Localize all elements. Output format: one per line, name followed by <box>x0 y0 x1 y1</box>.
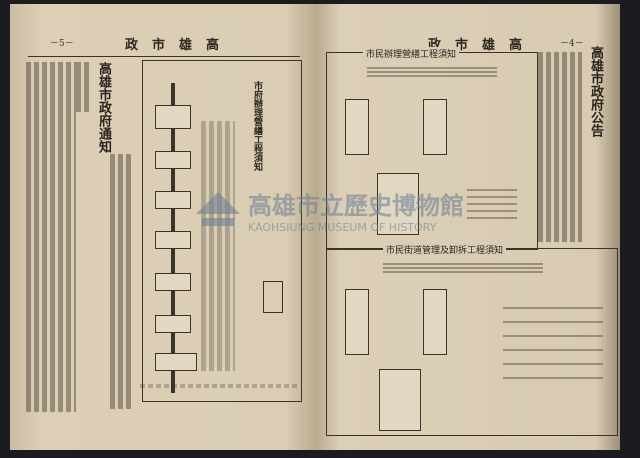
page-number: －5－ <box>50 39 74 49</box>
caption <box>140 384 300 388</box>
watermark-name-en: KAOHSIUNG MUSEUM OF HISTORY <box>248 221 437 234</box>
text-column <box>26 62 76 412</box>
flowchart-frame: 市府辦理營繕工程須知 <box>142 60 302 402</box>
text-column <box>538 52 582 242</box>
diagram-top-title: 市民辦理營繕工程須知 <box>363 47 460 60</box>
page-header: 政市雄高 <box>125 38 234 53</box>
text-column <box>110 154 134 409</box>
text-column <box>76 62 92 112</box>
diagram-bottom: 市民街道管理及卸拆工程須知 <box>326 243 618 436</box>
diagram-bottom-title: 市民街道管理及卸拆工程須知 <box>383 243 507 256</box>
page-number: －4－ <box>560 39 584 49</box>
right-page: 政市雄高 －4－ 市民辦理營繕工程須知 市民街道管理及卸拆工程須知 高雄市政府公… <box>316 4 620 450</box>
museum-logo-icon <box>196 192 240 214</box>
watermark-name: 高雄市立歷史博物館 <box>248 192 464 220</box>
left-page: －5－ 政市雄高 高雄市政府通知 市府辦理營繕工程須知 <box>10 4 316 450</box>
museum-logo-icon <box>202 218 234 226</box>
page-frame <box>28 56 300 413</box>
announcement-title: 高雄市政府公告 <box>588 46 603 137</box>
diagram-title: 市府辦理營繕工程須知 <box>252 81 262 171</box>
notice-title: 高雄市政府通知 <box>96 62 111 153</box>
